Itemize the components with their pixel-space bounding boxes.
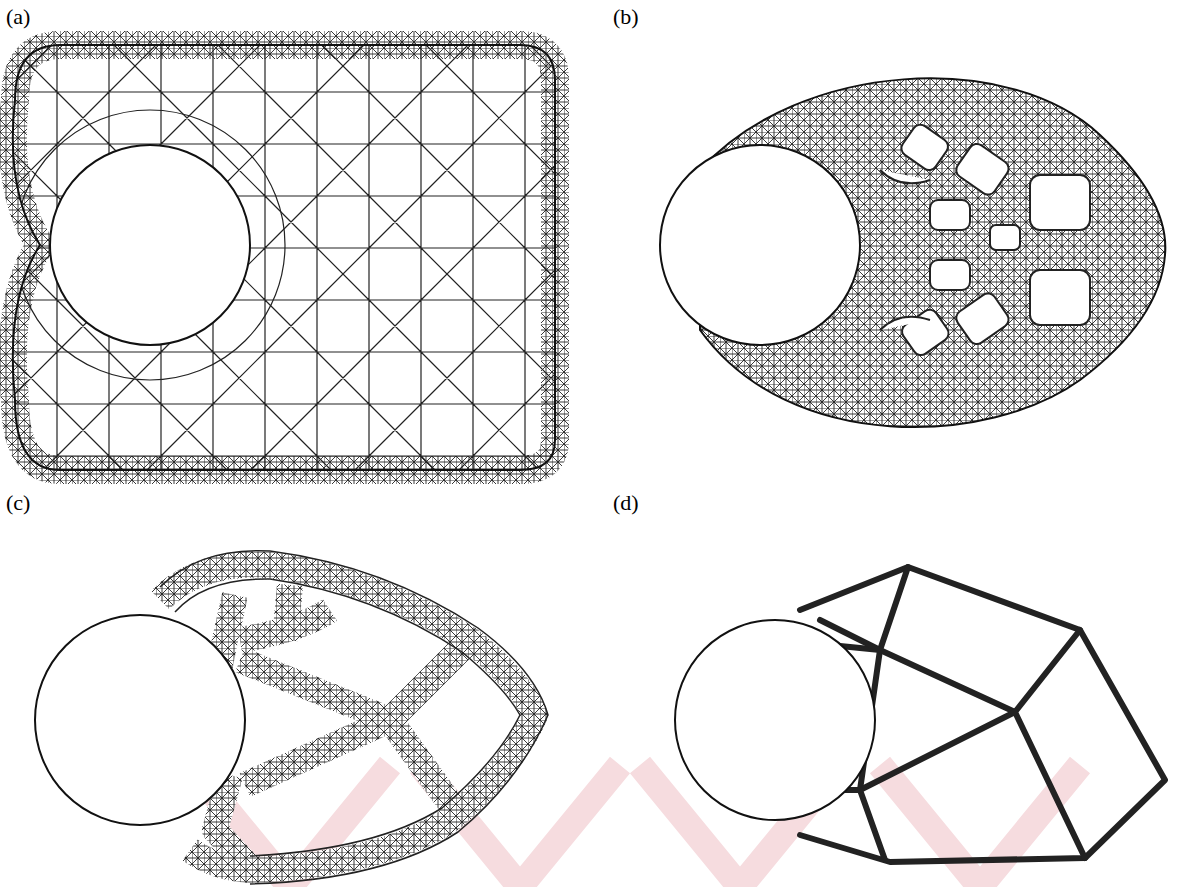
domain-outline [13, 45, 555, 470]
coarse-mesh [5, 40, 577, 508]
hole-circle [660, 145, 860, 345]
mesh-ring [15, 110, 285, 380]
hole-circle [675, 620, 875, 820]
mesh-a [5, 40, 577, 508]
panel-label: (d) [613, 492, 639, 514]
holes [880, 122, 1090, 359]
hole-circle [35, 615, 245, 825]
dense-border [13, 45, 555, 470]
panel-label: (c) [6, 492, 30, 514]
hole-circle [50, 145, 250, 345]
truss-d [675, 567, 1165, 862]
panel-label: (b) [613, 6, 639, 28]
mesh-b [660, 78, 1165, 427]
panel-label: (a) [6, 6, 30, 28]
mesh-c [35, 551, 548, 884]
mesh-lines [5, 40, 577, 508]
